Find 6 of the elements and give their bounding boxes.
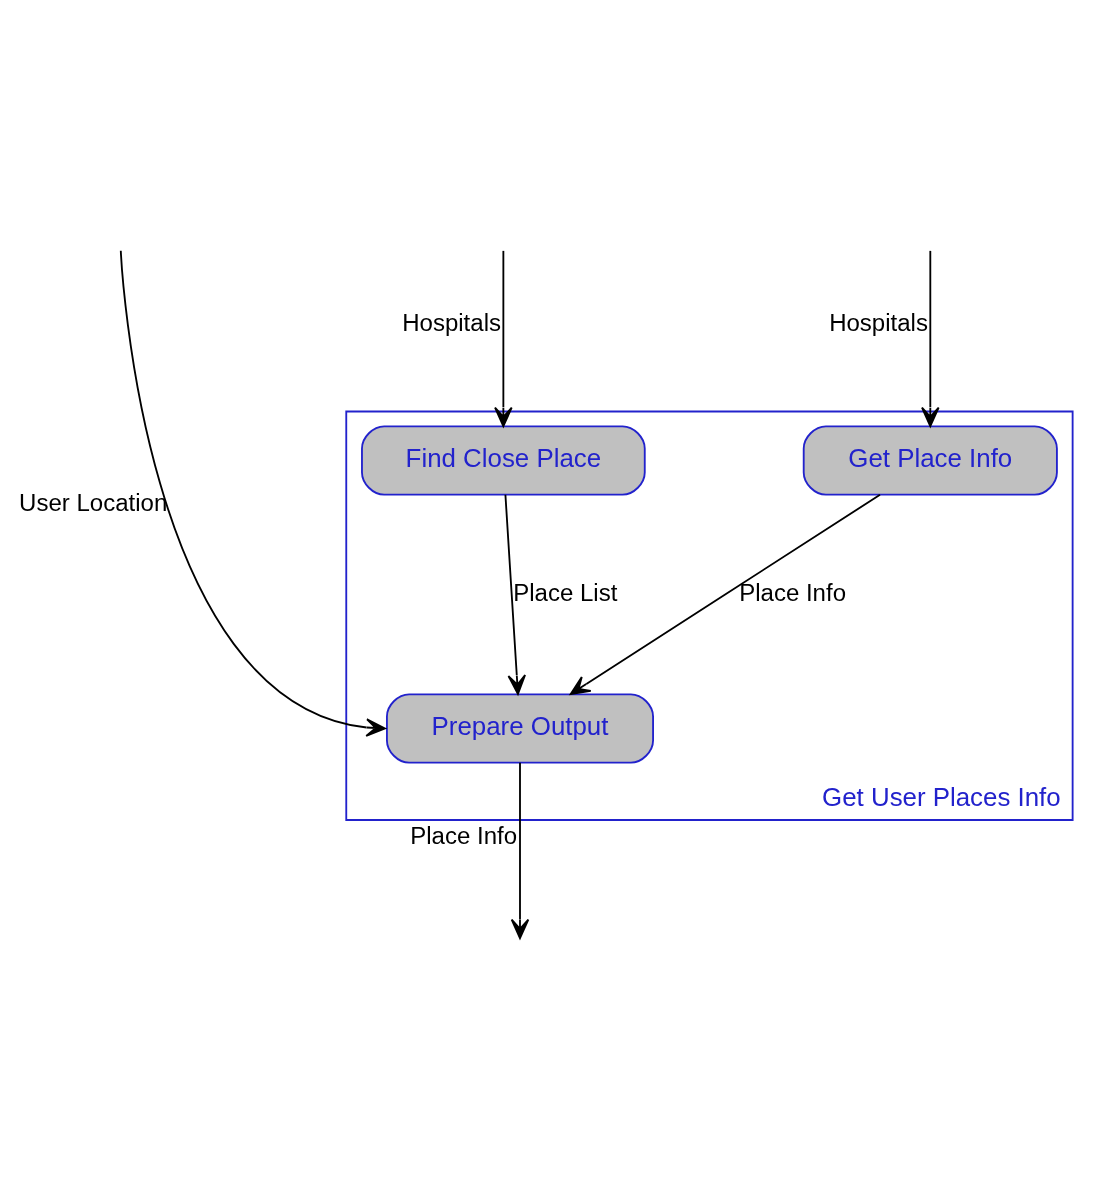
edge-label: User Location: [19, 488, 168, 516]
edge-label: Hospitals: [402, 309, 501, 337]
edge-label: Place Info: [739, 578, 847, 606]
edge-label: Place Info: [410, 821, 518, 849]
edge-label: Hospitals: [829, 309, 928, 337]
edge-label: Place List: [513, 578, 618, 606]
